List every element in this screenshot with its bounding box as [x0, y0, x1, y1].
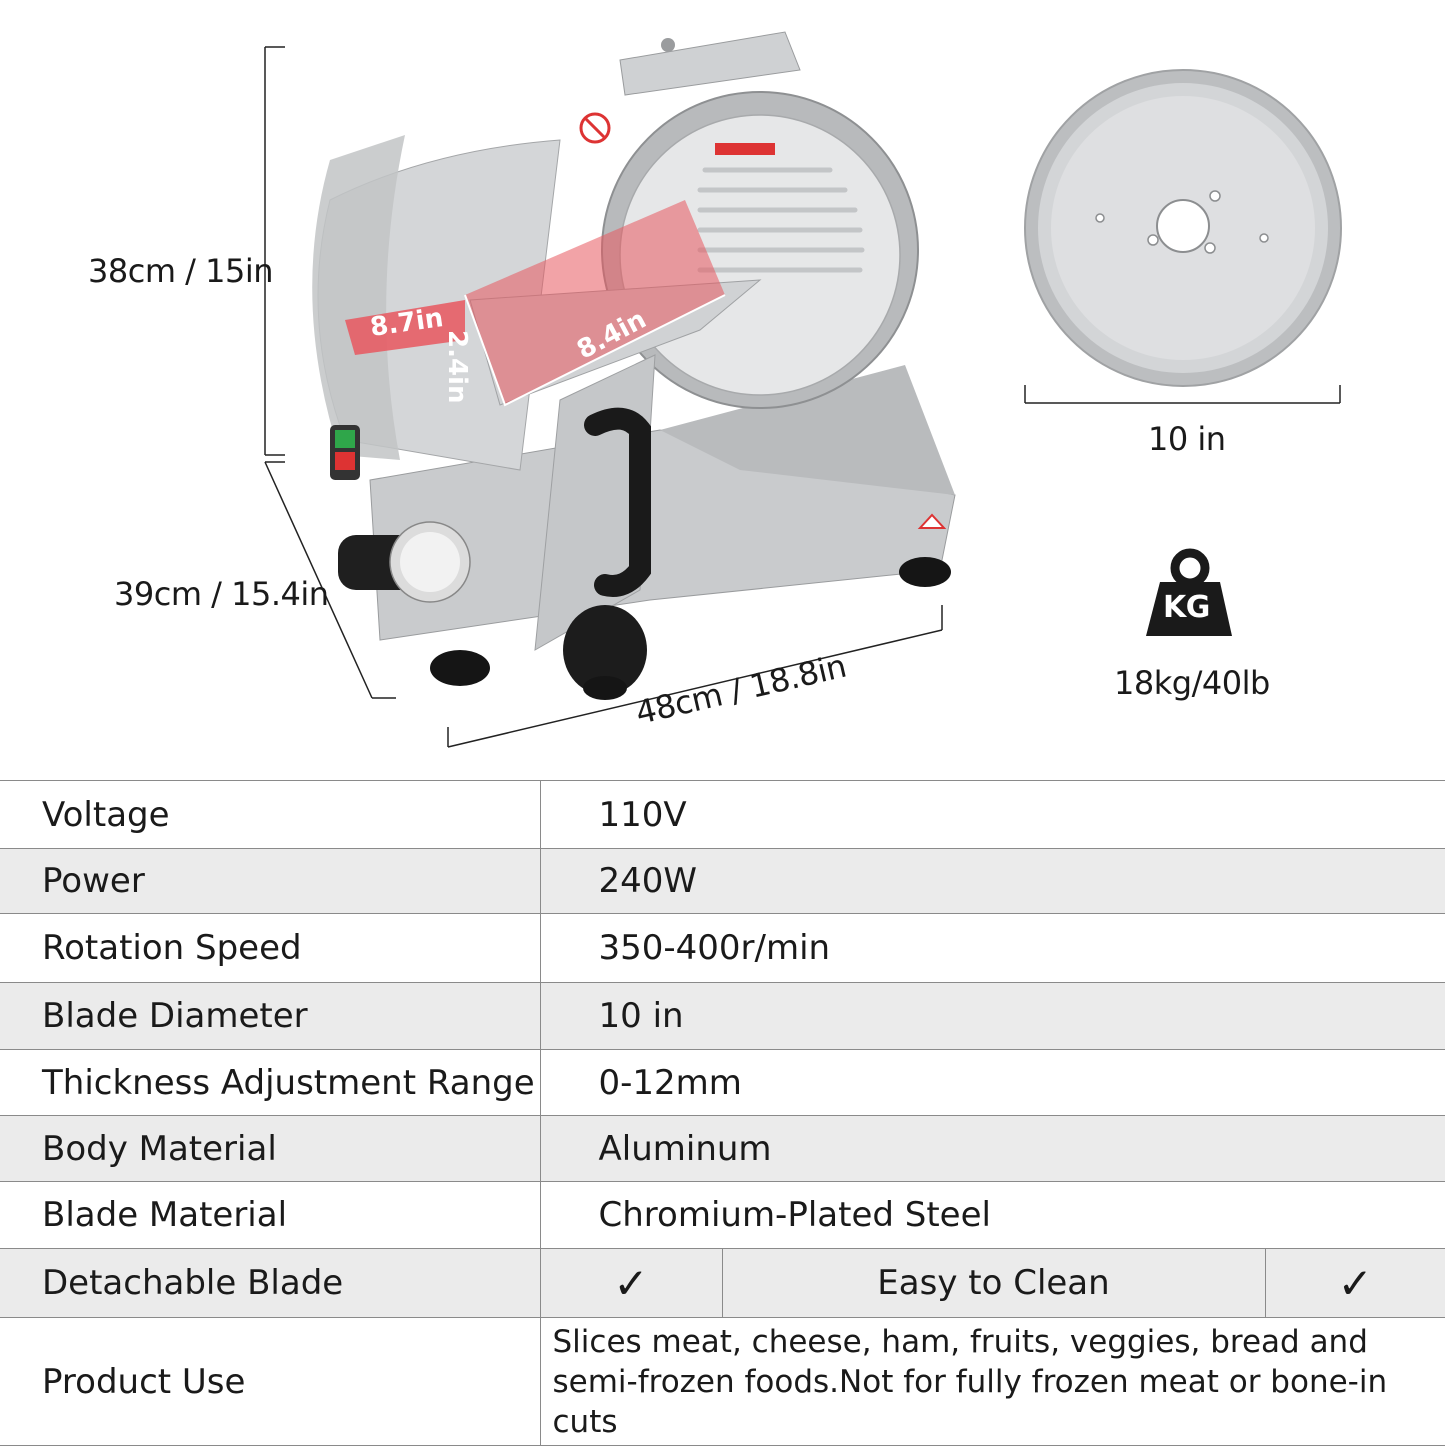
spec-value: 10 in: [540, 983, 1445, 1050]
table-row: Rotation Speed 350-400r/min: [0, 914, 1445, 983]
spec-value: 350-400r/min: [540, 914, 1445, 983]
weight-icon-text: KG: [1163, 590, 1210, 625]
spec-value: 0-12mm: [540, 1050, 1445, 1116]
product-dimensions-panel: 38cm / 15in 39cm / 15.4in 48cm / 18.8in …: [0, 0, 1445, 780]
spec-label: Power: [0, 849, 540, 914]
easy-to-clean-label: Easy to Clean: [722, 1249, 1265, 1318]
table-row: Blade Material Chromium-Plated Steel: [0, 1182, 1445, 1249]
depth-dimension-label: 39cm / 15.4in: [114, 575, 329, 613]
detachable-blade-label: Detachable Blade: [0, 1249, 540, 1318]
check-icon: ✓: [1265, 1249, 1445, 1318]
height-bracket: [265, 47, 285, 455]
spec-label: Thickness Adjustment Range: [0, 1050, 540, 1116]
spec-value: 110V: [540, 781, 1445, 849]
weight-label: 18kg/40lb: [1114, 664, 1270, 702]
spec-label: Body Material: [0, 1116, 540, 1182]
meat-slicer-illustration: [312, 32, 955, 700]
spec-value: 240W: [540, 849, 1445, 914]
tray-height-label: 2.4in: [442, 330, 472, 403]
table-row: Power 240W: [0, 849, 1445, 914]
product-use-label: Product Use: [0, 1318, 540, 1446]
width-bracket: [448, 605, 942, 747]
blade-disc-illustration: [1025, 70, 1341, 386]
spec-value: Aluminum: [540, 1116, 1445, 1182]
height-dimension-label: 38cm / 15in: [88, 252, 273, 290]
product-use-value: Slices meat, cheese, ham, fruits, veggie…: [540, 1318, 1445, 1446]
table-row: Blade Diameter 10 in: [0, 983, 1445, 1050]
check-icon: ✓: [540, 1249, 722, 1318]
spec-label: Voltage: [0, 781, 540, 849]
product-use-line: semi-frozen foods.Not for fully frozen m…: [553, 1362, 1445, 1442]
blade-diameter-label: 10 in: [1148, 420, 1226, 458]
spec-label: Rotation Speed: [0, 914, 540, 983]
table-row: Thickness Adjustment Range 0-12mm: [0, 1050, 1445, 1116]
product-use-line: Slices meat, cheese, ham, fruits, veggie…: [553, 1322, 1445, 1362]
spec-value: Chromium-Plated Steel: [540, 1182, 1445, 1249]
table-row: Detachable Blade ✓ Easy to Clean ✓: [0, 1249, 1445, 1318]
table-row: Product Use Slices meat, cheese, ham, fr…: [0, 1318, 1445, 1446]
dimension-illustration: [0, 0, 1445, 780]
specifications-table: Voltage 110V Power 240W Rotation Speed 3…: [0, 780, 1445, 1446]
table-row: Voltage 110V: [0, 781, 1445, 849]
spec-label: Blade Diameter: [0, 983, 540, 1050]
blade-bracket: [1025, 385, 1340, 403]
spec-label: Blade Material: [0, 1182, 540, 1249]
table-row: Body Material Aluminum: [0, 1116, 1445, 1182]
